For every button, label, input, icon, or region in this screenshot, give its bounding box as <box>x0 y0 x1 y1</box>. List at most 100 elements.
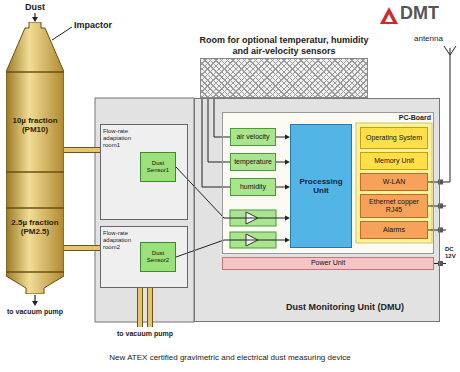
vacuum-tube <box>138 288 142 327</box>
text-holder: to vacuum pump <box>4 308 66 316</box>
signal-connector <box>208 98 230 162</box>
pc-board-fill <box>222 112 434 254</box>
connector <box>438 204 443 209</box>
outlet-label: to vacuum pump <box>112 330 178 338</box>
wire <box>176 167 286 218</box>
monitoring-unit: Dust Monitoring Unit (DMU) PC-Board air ve… <box>194 98 440 322</box>
connector <box>438 180 443 185</box>
impactor-shape <box>6 22 64 294</box>
vacuum-arrow <box>34 295 35 302</box>
tube-core <box>64 148 100 152</box>
text-holder: Impactor <box>74 20 128 30</box>
antenna-mast <box>450 48 451 182</box>
sensor-box: temperature <box>230 153 276 171</box>
tube-connector <box>64 248 100 249</box>
text-holder: New ATEX certified gravimetric and elect… <box>0 353 460 362</box>
text-holder: Flow-rate adaptation room1 <box>103 128 138 149</box>
sensor-box: air velocity <box>230 128 276 146</box>
logo-text: DMT <box>400 4 456 24</box>
interface-box: Ethernet copper RJ45 <box>360 194 428 218</box>
wire <box>276 137 286 138</box>
node-text: W-LAN <box>362 178 426 186</box>
text-holder: antenna <box>414 34 454 43</box>
module-box: Operating System <box>360 127 428 149</box>
flow-room: Flow-rate adaptation room1Dust Sensor1 <box>100 124 188 220</box>
impactor-band <box>6 71 64 73</box>
text-holder: Flow-rate adaptation room2 <box>103 230 138 251</box>
flow-room-fill <box>100 226 188 288</box>
flow-room-fill <box>100 124 188 220</box>
node-text: Flow-rate adaptation room1 <box>103 128 138 149</box>
sensor-room: Room for optional temperatur, humidity a… <box>196 30 372 98</box>
pc-board: PC-Board air velocity temperature humidity P… <box>222 112 434 254</box>
node-text: Flow-rate adaptation room2 <box>103 230 138 251</box>
node-text: PC-Board <box>373 114 431 122</box>
text-holder: DC 12V <box>445 246 458 259</box>
supply-label: DC 12V <box>445 246 458 259</box>
text-holder: PC-Board <box>373 114 431 122</box>
text-holder: Room for optional temperatur, humidity a… <box>196 35 372 56</box>
connector <box>438 228 443 233</box>
module-box: Memory Unit <box>360 152 428 170</box>
node-text: Dust Sensor2 <box>142 250 174 264</box>
impactor-band <box>6 271 64 273</box>
node-text: humidity <box>232 183 274 191</box>
vacuum-tube <box>137 288 143 327</box>
node-text: temperature <box>232 158 274 166</box>
caption: New ATEX certified gravimetric and elect… <box>0 353 460 362</box>
signal-connector <box>276 185 290 190</box>
antenna-label: antenna <box>414 34 454 43</box>
inlet-label: Dust <box>20 2 50 12</box>
vacuum-tube <box>148 288 152 327</box>
node-text: Room for optional temperatur, humidity a… <box>196 35 372 56</box>
interface-box: Alarms <box>360 221 428 239</box>
ethernet-wire <box>428 206 446 207</box>
alarm-wire <box>428 230 446 231</box>
node-text: 2.5µ fraction (PM2.5) <box>11 218 59 236</box>
connector <box>438 261 443 266</box>
power-unit: Power Unit <box>222 257 434 270</box>
sensor-box: humidity <box>230 178 276 196</box>
monitoring-unit-fill <box>194 98 440 322</box>
dust-sensor: Dust Sensor2 <box>140 242 176 272</box>
node-text: Processing Unit <box>292 177 350 195</box>
vacuum-tube <box>147 288 153 327</box>
wire <box>276 162 286 163</box>
processing-unit: Processing Unit <box>290 124 352 248</box>
vacuum-arrowhead <box>32 301 38 306</box>
tube-connector <box>64 150 100 151</box>
logo-mark-inner <box>385 14 393 22</box>
dust-arrowhead <box>32 17 38 22</box>
flow-room: Flow-rate adaptation room2Dust Sensor2 <box>100 226 188 288</box>
node-text: Operating System <box>362 134 426 142</box>
part-label: Impactor <box>74 20 128 30</box>
impactor-outline <box>6 22 64 294</box>
outlet-label: to vacuum pump <box>4 308 66 316</box>
node-text: Alarms <box>362 226 426 234</box>
logo-mark <box>380 7 398 24</box>
interface-panel <box>356 123 432 243</box>
text-holder: Dust <box>20 2 50 12</box>
node-text: 10µ fraction (PM10) <box>11 116 59 134</box>
text-holder: 10µ fraction (PM10) <box>11 116 59 134</box>
wire <box>176 240 286 257</box>
text-holder: to vacuum pump <box>112 330 178 338</box>
text-holder: Dust Monitoring Unit (DMU) <box>255 302 435 312</box>
text-holder: DMT <box>400 4 456 24</box>
node-text: Power Unit <box>224 259 432 267</box>
tube-outline <box>64 245 100 251</box>
signal-connector <box>276 160 290 165</box>
impactor-band <box>6 171 64 173</box>
sensor-compartment <box>95 98 194 322</box>
signal-connector <box>276 135 290 140</box>
impactor-body: 10µ fraction (PM10) 2.5µ fraction (PM2.5) <box>6 22 64 294</box>
hatched-area <box>200 58 368 98</box>
impactor-band <box>6 207 64 209</box>
interface-box: W-LAN <box>360 173 428 191</box>
wire <box>208 98 230 162</box>
tube-core <box>64 246 100 250</box>
node-text: Memory Unit <box>362 157 426 165</box>
antenna-symbol <box>444 46 456 55</box>
text-holder: 2.5µ fraction (PM2.5) <box>11 218 59 236</box>
